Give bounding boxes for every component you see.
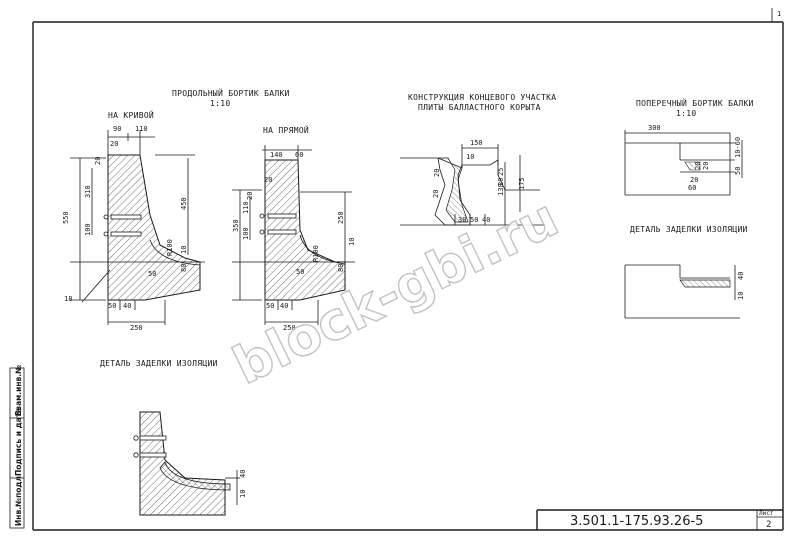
dim-transverse-10-60: 10-60 <box>734 137 742 158</box>
dim-curve-50: 50 <box>148 270 156 278</box>
dim-curve-250: 250 <box>130 324 143 332</box>
title-insulation-detail-right: ДЕТАЛЬ ЗАДЕЛКИ ИЗОЛЯЦИИ <box>630 225 748 234</box>
sheet-label: Лист <box>759 510 774 517</box>
document-code: 3.501.1-175.93.26-5 <box>570 514 703 529</box>
dim-end-40: 40 <box>482 216 490 224</box>
title-longitudinal-scale: 1:10 <box>210 99 230 108</box>
dim-curve-310: 310 <box>84 185 92 198</box>
title-on-straight: НА ПРЯМОЙ <box>263 124 309 135</box>
dim-detail-left-40: 40 <box>239 470 247 478</box>
dim-straight-50: 50 <box>296 268 304 276</box>
title-transverse: ПОПЕРЕЧНЫЙ БОРТИК БАЛКИ <box>636 97 754 108</box>
dim-end-10: 10 <box>466 153 474 161</box>
dim-straight-100: 100 <box>242 227 250 240</box>
dim-straight-10: 10 <box>348 238 356 246</box>
dim-transverse-50: 50 <box>734 167 742 175</box>
dim-end-150: 150 <box>470 139 483 147</box>
title-block <box>536 509 783 530</box>
dim-end-25: 25 <box>497 168 505 176</box>
title-end-section-1: КОНСТРУКЦИЯ КОНЦЕВОГО УЧАСТКА <box>408 93 556 102</box>
dim-curve-80: 80 <box>180 264 188 272</box>
dim-curve-100: 100 <box>84 223 92 236</box>
sheet-frame <box>32 8 784 531</box>
title-transverse-scale: 1:10 <box>676 109 696 118</box>
dim-curve-10: 10 <box>180 246 188 254</box>
section-on-curve <box>70 130 205 325</box>
dim-straight-80: 80 <box>337 264 345 272</box>
dim-straight-r100: R100 <box>312 245 320 262</box>
corner-number: 1 <box>777 10 781 18</box>
dim-detail-right-10: 10 <box>737 292 745 300</box>
detail-insulation-left <box>133 411 240 516</box>
dim-curve-top-b: 110 <box>135 125 148 133</box>
side-stamp: Инв.№подл Подпись и дата Взам.инв.№ <box>9 365 25 529</box>
dim-end-50: 50 <box>470 216 478 224</box>
dim-end-20c: 20 <box>432 190 440 198</box>
dim-straight-60: 60 <box>295 151 303 159</box>
dim-end-20b: 20 <box>433 169 441 177</box>
dim-end-20a: 20 <box>497 178 505 186</box>
dim-detail-left-10: 10 <box>239 490 247 498</box>
dim-straight-b40: 40 <box>280 302 288 310</box>
dim-end-30: 30 <box>458 216 466 224</box>
dim-transverse-60: 60 <box>688 184 696 192</box>
dim-end-175: 175 <box>518 177 526 190</box>
title-on-curve: НА КРИВОЙ <box>108 109 154 120</box>
dim-straight-20: 20 <box>264 176 272 184</box>
dim-detail-right-40: 40 <box>737 272 745 280</box>
dim-straight-350: 350 <box>232 219 240 232</box>
dim-curve-550: 550 <box>62 211 70 224</box>
section-end-plate <box>400 144 545 226</box>
dim-curve-r100: R100 <box>166 239 174 256</box>
section-on-straight <box>232 145 355 325</box>
dim-end-130: 130 <box>497 183 505 196</box>
dim-straight-110: 110 <box>242 201 250 214</box>
stamp-replaced-inv: Взам.инв.№ <box>14 365 23 416</box>
dim-curve-b40: 40 <box>123 302 131 310</box>
stamp-inv-no: Инв.№подл <box>14 476 23 526</box>
title-end-section-2: ПЛИТЫ БАЛЛАСТНОГО КОРЫТА <box>418 103 541 112</box>
dim-curve-leader: 18 <box>64 295 72 303</box>
title-longitudinal: ПРОДОЛЬНЫЙ БОРТИК БАЛКИ <box>172 87 290 98</box>
dim-straight-140: 140 <box>270 151 283 159</box>
detail-insulation-right <box>624 264 740 319</box>
dim-transverse-20: 20 <box>694 162 702 170</box>
dim-straight-b250: 250 <box>283 324 296 332</box>
dim-transverse-300: 300 <box>648 124 661 132</box>
dim-curve-b50: 50 <box>108 302 116 310</box>
title-insulation-detail-left: ДЕТАЛЬ ЗАДЕЛКИ ИЗОЛЯЦИИ <box>100 359 218 368</box>
dim-curve-top-a: 90 <box>113 125 121 133</box>
dim-curve-20a: 20 <box>110 140 118 148</box>
dim-transverse-20c: 20 <box>690 176 698 184</box>
dim-straight-20b: 20 <box>246 192 254 200</box>
dim-transverse-20b: 20 <box>702 162 710 170</box>
sheet-number: 2 <box>766 520 771 530</box>
section-transverse <box>624 130 743 196</box>
stamp-signature-date: Подпись и дата <box>14 408 23 476</box>
dim-curve-20b: 20 <box>94 157 102 165</box>
dim-straight-b50: 50 <box>266 302 274 310</box>
dim-straight-250: 250 <box>337 211 345 224</box>
dim-curve-450: 450 <box>180 197 188 210</box>
